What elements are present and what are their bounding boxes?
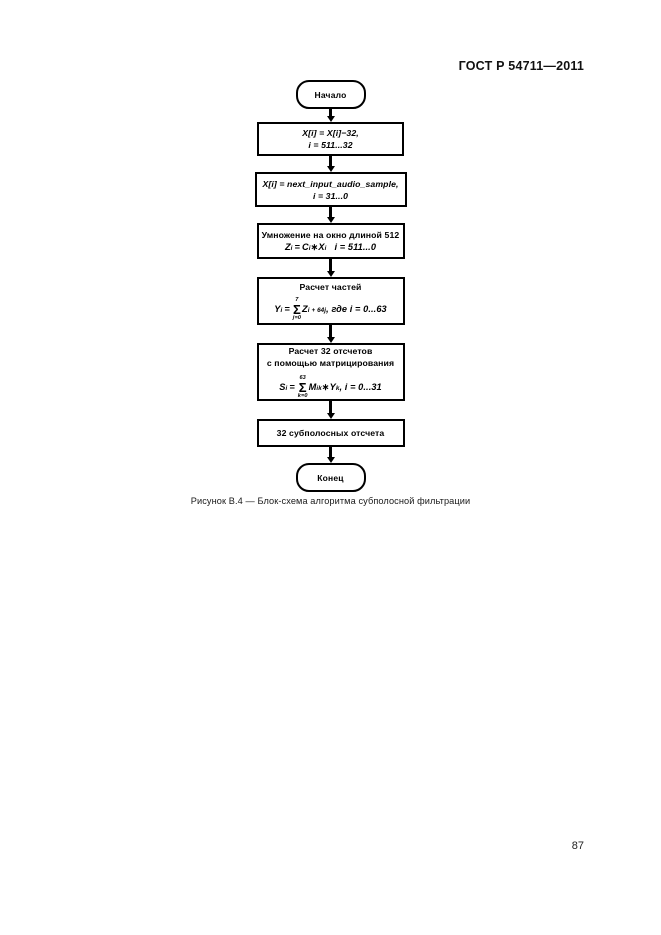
partial-calc-title: Расчет частей xyxy=(299,281,362,292)
formula-lhs: Y xyxy=(274,304,281,315)
sum-upper-limit: 7 xyxy=(295,297,299,304)
sum-lower-limit: j=0 xyxy=(292,314,302,321)
flowchart-row-output: 32 субполосных отсчета xyxy=(0,419,661,447)
connector-stem xyxy=(329,325,332,338)
connector-stem xyxy=(329,156,332,167)
formula-rhs2-sub: i xyxy=(324,244,327,252)
formula-equals: = xyxy=(294,241,300,252)
flowchart-row-end: Конец xyxy=(0,463,661,492)
input-samples-line-2: i = 31...0 xyxy=(312,190,349,201)
page-number: 87 xyxy=(571,840,584,852)
formula-lhs-sub: i xyxy=(285,385,288,393)
formula-range: , где i = 0...63 xyxy=(326,304,387,315)
formula-lhs-sub: i xyxy=(280,307,283,315)
summation-symbol: 63 Σ k=0 xyxy=(298,376,308,399)
formula-term: Z xyxy=(302,304,308,315)
window-multiply-title: Умножение на окно длиной 512 xyxy=(261,229,400,240)
formula-range: , i = 0...31 xyxy=(339,382,382,393)
arrow-head-icon xyxy=(326,457,335,463)
formula-operator: ∗ xyxy=(310,241,319,252)
input-samples-line-1: X[i] = next_input_audio_sample, xyxy=(262,178,399,189)
flowchart-row-input-samples: X[i] = next_input_audio_sample, i = 31..… xyxy=(0,172,661,207)
connector-subtract-to-input xyxy=(0,156,661,172)
formula-range: i = 511...0 xyxy=(334,241,377,252)
connector-start-to-subtract xyxy=(0,109,661,122)
matrixing-title-line-1: Расчет 32 отсчетов xyxy=(288,345,373,356)
sigma-icon: Σ xyxy=(298,380,307,396)
connector-partial-to-matrixing xyxy=(0,325,661,343)
connector-output-to-end xyxy=(0,447,661,463)
matrixing-title-line-2: с помощью матрицирования xyxy=(266,357,395,368)
figure-caption: Рисунок В.4 — Блок-схема алгоритма субпо… xyxy=(190,496,471,506)
formula-equals: = xyxy=(289,382,295,393)
arrow-head-icon xyxy=(326,337,335,343)
output-label: 32 субполосных отсчета xyxy=(276,428,385,438)
flowchart-node-end: Конец xyxy=(295,463,366,492)
flowchart-node-output: 32 субполосных отсчета xyxy=(256,419,405,447)
formula-term1-sub: ik xyxy=(316,385,322,393)
formula-operator: ∗ xyxy=(321,382,330,393)
formula-lhs: S xyxy=(279,382,286,393)
formula-rhs1: C xyxy=(301,241,309,252)
flowchart-node-matrixing: Расчет 32 отсчетов с помощью матрицирова… xyxy=(256,343,405,401)
formula-lhs-sub: i xyxy=(290,244,293,252)
formula-rhs1-sub: i xyxy=(308,244,311,252)
connector-input-to-window xyxy=(0,207,661,223)
flowchart-node-start: Начало xyxy=(295,80,366,109)
formula-lhs: Z xyxy=(284,241,291,252)
formula-rhs2: X xyxy=(318,241,325,252)
arrow-head-icon xyxy=(326,217,335,223)
flowchart-node-subtract: X[i] = X[i]−32, i = 511...32 xyxy=(257,122,404,156)
arrow-head-icon xyxy=(326,271,335,277)
flowchart-row-matrixing: Расчет 32 отсчетов с помощью матрицирова… xyxy=(0,343,661,401)
connector-stem xyxy=(329,259,332,272)
flowchart-row-subtract: X[i] = X[i]−32, i = 511...32 xyxy=(0,122,661,156)
subtract-line-1: X[i] = X[i]−32, xyxy=(302,128,359,138)
arrow-head-icon xyxy=(326,413,335,419)
flowchart-node-input-samples: X[i] = next_input_audio_sample, i = 31..… xyxy=(254,172,407,207)
sum-upper-limit: 63 xyxy=(299,375,306,382)
connector-stem xyxy=(329,401,332,414)
connector-matrixing-to-output xyxy=(0,401,661,419)
arrow-head-icon xyxy=(326,116,335,122)
formula-term2-sub: k xyxy=(335,385,340,393)
connector-stem xyxy=(329,207,332,218)
formula-term-sub: i + 64j xyxy=(307,307,327,315)
sigma-icon: Σ xyxy=(292,302,301,318)
sum-lower-limit: k=0 xyxy=(297,392,308,399)
summation-symbol: 7 Σ j=0 xyxy=(293,298,301,321)
arrow-head-icon xyxy=(326,166,335,172)
formula-equals: = xyxy=(284,304,290,315)
document-header-standard-number: ГОСТ Р 54711—2011 xyxy=(458,59,584,73)
subtract-line-2: i = 511...32 xyxy=(308,140,353,150)
connector-stem xyxy=(329,109,332,117)
connector-stem xyxy=(329,447,332,458)
flowchart-row-start: Начало xyxy=(0,80,661,109)
connector-window-to-partial xyxy=(0,259,661,277)
flowchart-subband-filtering: Начало X[i] = X[i]−32, i = 511...32 X xyxy=(0,80,661,492)
formula-term2: Y xyxy=(329,382,336,393)
formula-term1: M xyxy=(308,382,317,393)
